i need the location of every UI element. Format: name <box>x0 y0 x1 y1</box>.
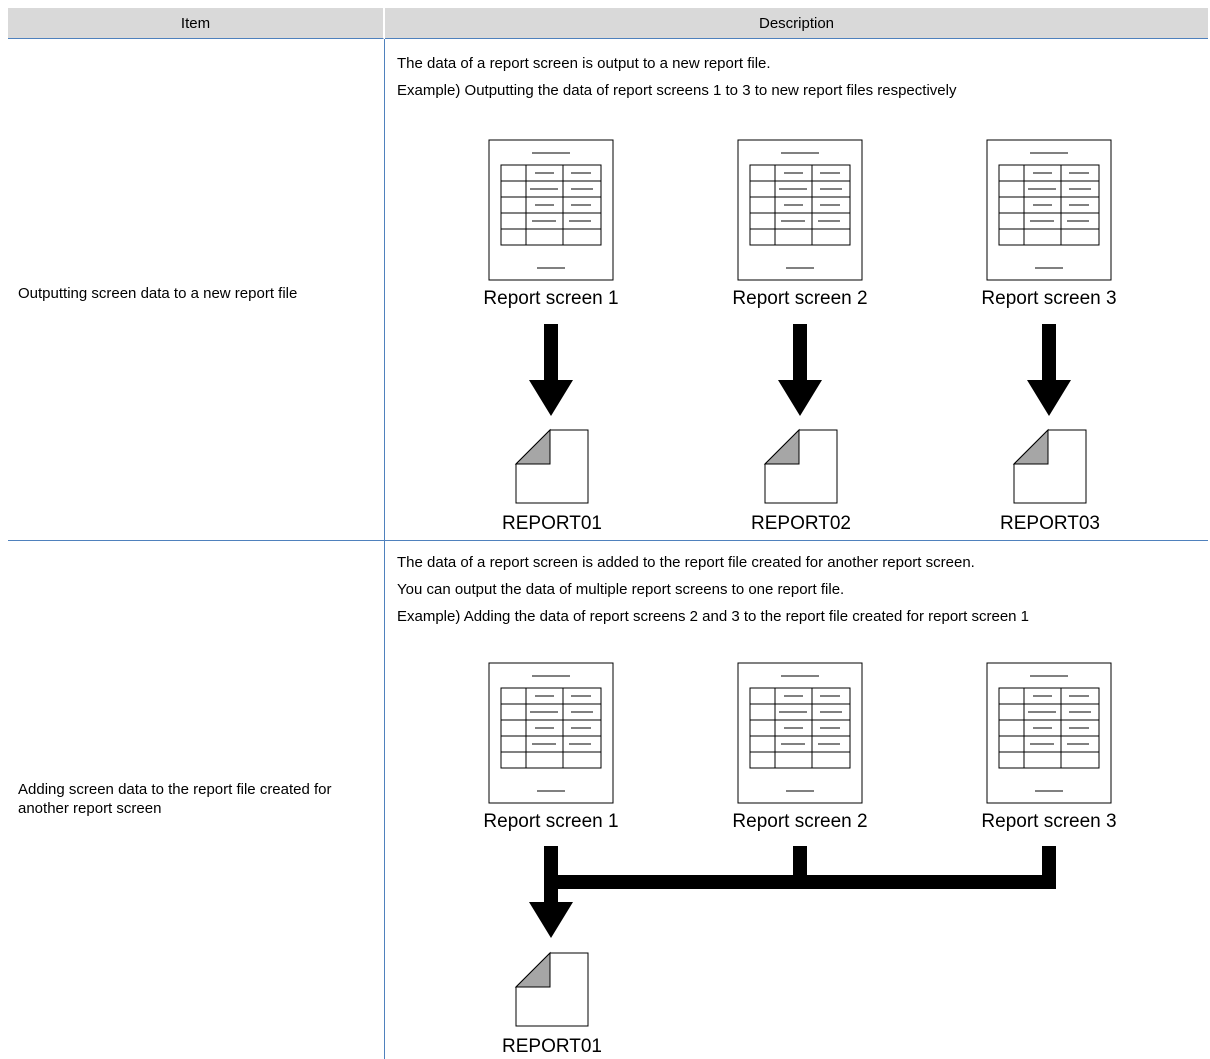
report-screen-icon <box>737 662 863 804</box>
report-file-icon <box>514 951 589 1027</box>
report-screen-label: Report screen 3 <box>981 288 1116 309</box>
report-screen-label: Report screen 2 <box>732 811 867 832</box>
report-screen-icon <box>986 139 1112 281</box>
down-arrow <box>529 324 573 416</box>
row2-description-line: Example) Adding the data of report scree… <box>397 608 1030 625</box>
report-file-label: REPORT01 <box>502 513 602 534</box>
report-screen-icon <box>986 662 1112 804</box>
column-divider <box>384 39 385 1059</box>
function-table: Item Description Outputting screen data … <box>8 8 1208 1059</box>
report-file-label: REPORT03 <box>1000 513 1100 534</box>
row1-item-text: Outputting screen data to a new report f… <box>18 285 298 302</box>
report-file-label: REPORT01 <box>502 1036 602 1057</box>
row2-item-text: Adding screen data to the report file cr… <box>18 781 332 817</box>
row1-description-line: Example) Outputting the data of report s… <box>397 82 957 99</box>
connector-stem <box>793 846 807 876</box>
row2-description-line: The data of a report screen is added to … <box>397 554 975 571</box>
report-file-icon <box>763 428 838 504</box>
connector-bar <box>544 875 1056 889</box>
down-arrow <box>778 324 822 416</box>
row-divider <box>8 540 1208 541</box>
header-item: Item <box>8 8 384 39</box>
report-screen-label: Report screen 3 <box>981 811 1116 832</box>
row1-diagram: Report screen 1 Report screen 2 Report scr… <box>483 139 1117 534</box>
row2-diagram: Report screen 1 Report screen 2 Report scr… <box>483 662 1117 1057</box>
down-arrow <box>529 881 573 938</box>
report-screen-icon <box>737 139 863 281</box>
report-file-icon <box>514 428 589 504</box>
row2-description-line: You can output the data of multiple repo… <box>397 581 845 598</box>
row1-description-line: The data of a report screen is output to… <box>397 55 771 72</box>
report-file-label: REPORT02 <box>751 513 851 534</box>
report-screen-icon <box>488 139 614 281</box>
report-screen-icon <box>488 662 614 804</box>
report-file-icon <box>1012 428 1087 504</box>
report-screen-label: Report screen 2 <box>732 288 867 309</box>
down-arrow <box>1027 324 1071 416</box>
report-screen-label: Report screen 1 <box>483 811 618 832</box>
header-description: Description <box>385 8 1208 39</box>
report-screen-label: Report screen 1 <box>483 288 618 309</box>
